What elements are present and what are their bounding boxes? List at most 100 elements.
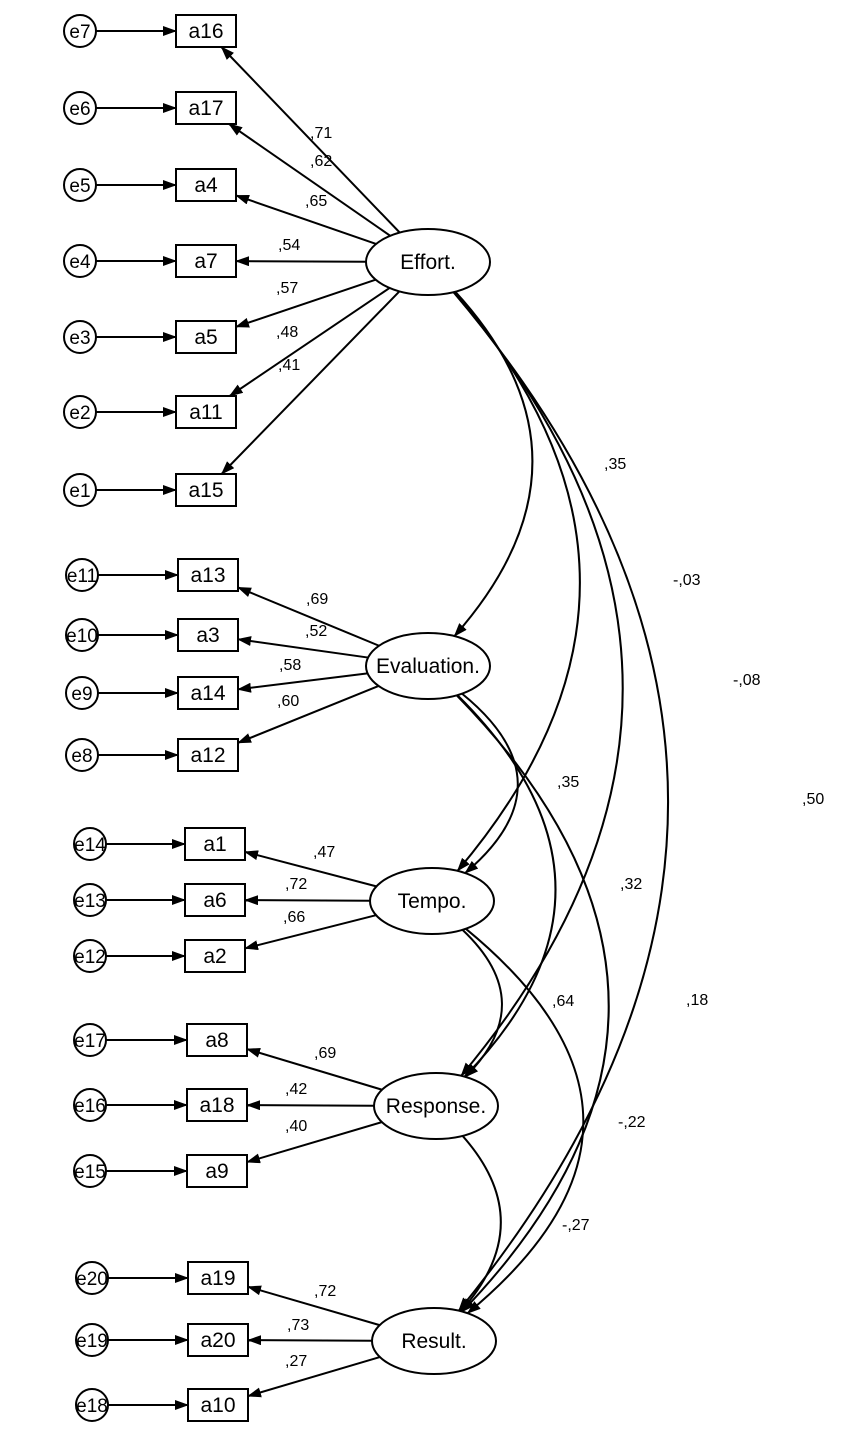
error-term-e2	[63, 395, 97, 429]
loading-arrow-a20	[247, 1335, 373, 1346]
error-term-e9	[65, 676, 99, 710]
loading-label-a17: ,62	[310, 153, 332, 170]
covariance-label-effort-result: ,50	[802, 791, 824, 808]
loading-arrow-a1	[244, 850, 377, 888]
covariance-arc-effort-result	[441, 278, 669, 1312]
latent-factor-label-result: Result.	[401, 1330, 466, 1353]
indicator-box-a15	[175, 473, 237, 507]
loading-label-a4: ,65	[305, 193, 327, 210]
error-label-e3: e3	[69, 328, 90, 349]
indicator-box-a7	[175, 244, 237, 278]
error-term-e14	[73, 827, 107, 861]
latent-factor-evaluation	[365, 632, 491, 700]
error-label-e4: e4	[69, 252, 91, 273]
latent-factor-label-effort: Effort.	[400, 251, 456, 274]
error-term-e17	[73, 1023, 107, 1057]
indicator-label-a19: a19	[200, 1267, 235, 1290]
correlation-layer: ,35-,03-,08,50,35,32,18,64-,22-,27	[441, 278, 824, 1315]
loading-label-a2: ,66	[283, 909, 305, 926]
indicator-box-a20	[187, 1323, 249, 1357]
indicator-label-a18: a18	[199, 1094, 234, 1117]
covariance-label-response-result: -,27	[562, 1217, 590, 1234]
covariance-label-effort-tempo: -,03	[673, 572, 701, 589]
loading-label-a10: ,27	[285, 1353, 307, 1370]
loading-arrow-a9	[246, 1121, 383, 1164]
error-term-e1	[63, 473, 97, 507]
loading-arrow-a17	[228, 123, 391, 237]
error-label-e20: e20	[76, 1269, 108, 1290]
latent-factor-tempo	[369, 867, 495, 935]
covariance-label-tempo-response: ,64	[552, 993, 574, 1010]
error-label-e13: e13	[74, 891, 106, 912]
loading-arrow-a3	[237, 636, 369, 659]
indicator-label-a20: a20	[200, 1329, 235, 1352]
covariance-arc-evaluation-tempo	[448, 681, 519, 874]
loading-arrow-a11	[228, 287, 391, 397]
loading-label-a19: ,72	[314, 1283, 336, 1300]
loading-layer: ,71,62,65,54,57,48,41,69,52,58,60,47,72,…	[220, 46, 401, 1398]
loading-label-a6: ,72	[285, 876, 307, 893]
error-term-e19	[75, 1323, 109, 1357]
error-label-e5: e5	[69, 176, 90, 197]
indicator-box-a4	[175, 168, 237, 202]
indicator-box-a2	[184, 939, 246, 973]
error-label-e9: e9	[71, 684, 92, 705]
error-term-e12	[73, 939, 107, 973]
error-term-e11	[65, 558, 99, 592]
error-label-e2: e2	[69, 403, 90, 424]
indicator-label-a7: a7	[194, 250, 217, 273]
loading-arrow-a4	[235, 194, 377, 245]
loading-arrow-a2	[244, 914, 377, 951]
error-label-e8: e8	[71, 746, 92, 767]
indicator-label-a17: a17	[188, 97, 223, 120]
indicator-box-a5	[175, 320, 237, 354]
error-label-e6: e6	[69, 99, 90, 120]
loading-label-a11: ,48	[276, 324, 298, 341]
loading-label-a1: ,47	[313, 844, 335, 861]
error-label-e17: e17	[74, 1031, 106, 1052]
loading-arrow-a15	[220, 290, 401, 475]
covariance-label-effort-evaluation: ,35	[604, 456, 626, 473]
error-term-e7	[63, 14, 97, 48]
error-label-e16: e16	[74, 1096, 106, 1117]
error-term-e5	[63, 168, 97, 202]
error-label-e7: e7	[69, 22, 90, 43]
loading-arrow-a14	[237, 672, 368, 693]
indicator-box-a19	[187, 1261, 249, 1295]
error-term-e10	[65, 618, 99, 652]
indicator-label-a10: a10	[200, 1394, 235, 1417]
indicator-box-a8	[186, 1023, 248, 1057]
covariance-label-evaluation-result: ,18	[686, 992, 708, 1009]
indicator-label-a4: a4	[194, 174, 218, 197]
loading-arrow-a16	[220, 46, 401, 234]
indicator-box-a14	[177, 676, 239, 710]
covariance-arc-response-result	[450, 1122, 502, 1312]
error-term-e18	[75, 1388, 109, 1422]
covariance-label-evaluation-tempo: ,35	[557, 774, 579, 791]
indicator-box-a17	[175, 91, 237, 125]
error-term-e20	[75, 1261, 109, 1295]
indicator-box-a9	[186, 1154, 248, 1188]
indicator-box-a12	[177, 738, 239, 772]
latent-factor-response	[373, 1072, 499, 1140]
loading-label-a20: ,73	[287, 1317, 309, 1334]
indicator-label-a13: a13	[190, 564, 225, 587]
loading-label-a14: ,58	[279, 657, 301, 674]
indicator-label-a16: a16	[188, 20, 223, 43]
node-layer: a16a17a4a7a5a11a15a13a3a14a12a1a6a2a8a18…	[175, 14, 499, 1422]
loading-label-a13: ,69	[306, 591, 328, 608]
error-term-e16	[73, 1088, 107, 1122]
error-label-e11: e11	[67, 566, 97, 587]
indicator-label-a6: a6	[203, 889, 226, 912]
loading-arrow-a7	[235, 256, 367, 267]
indicator-label-a9: a9	[205, 1160, 228, 1183]
loading-label-a16: ,71	[310, 125, 332, 142]
loading-label-a8: ,69	[314, 1045, 336, 1062]
indicator-box-a11	[175, 395, 237, 429]
covariance-arc-tempo-response	[449, 917, 503, 1078]
indicator-label-a5: a5	[194, 326, 217, 349]
loading-arrow-a13	[237, 586, 380, 647]
loading-label-a15: ,41	[278, 357, 300, 374]
covariance-label-evaluation-response: ,32	[620, 876, 642, 893]
loading-arrow-a18	[246, 1100, 375, 1111]
